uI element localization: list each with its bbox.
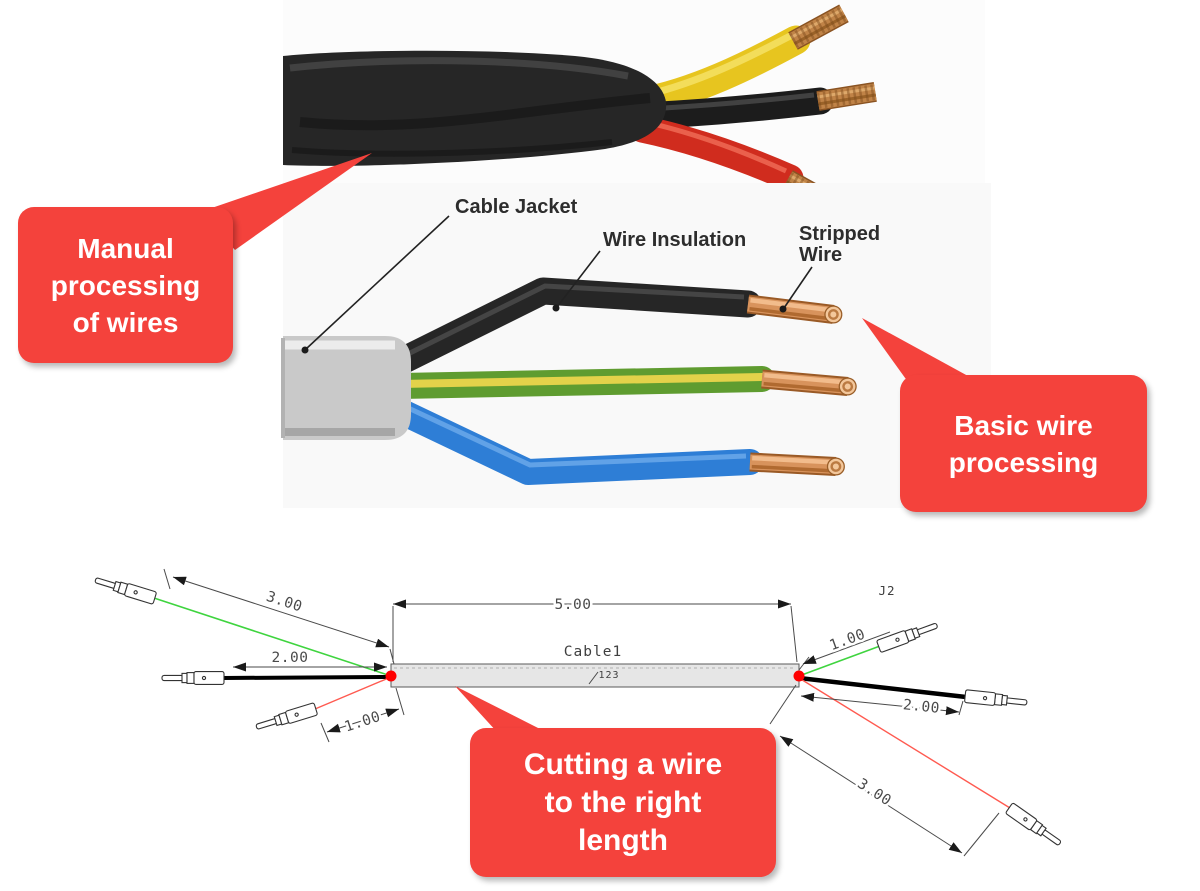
diagram-wire-green-yellow bbox=[387, 371, 857, 396]
leader-line bbox=[305, 215, 450, 350]
stripped-wire-label-line2: Wire bbox=[799, 244, 842, 266]
wire-red-left bbox=[314, 676, 392, 710]
terminal-pin bbox=[93, 573, 158, 605]
terminal-pin bbox=[1004, 802, 1065, 850]
dimension-right-black: 2.00 bbox=[800, 692, 964, 719]
diagram-stripped-cable: Cable Jacket Wire Insulation Stripped Wi… bbox=[281, 183, 991, 508]
diagram-wire-blue bbox=[387, 398, 845, 485]
callout-tail-basic bbox=[862, 318, 968, 382]
callout-text-line: length bbox=[578, 823, 668, 857]
terminal-pin bbox=[963, 689, 1029, 710]
diagram-wire-black bbox=[384, 277, 843, 377]
callout-text-line: of wires bbox=[72, 306, 179, 338]
callout-tail-cutting bbox=[455, 686, 542, 732]
breakout-node-right bbox=[793, 670, 805, 682]
photo-wire-red bbox=[628, 115, 841, 210]
svg-text:3.00: 3.00 bbox=[264, 589, 304, 616]
svg-text:1.00: 1.00 bbox=[343, 709, 383, 736]
cable-id-tick bbox=[588, 671, 599, 685]
leader-line bbox=[556, 250, 601, 308]
callout-cutting-wire: Cutting a wire to the right length bbox=[470, 728, 776, 877]
photo-cable-jacket bbox=[283, 50, 667, 166]
breakout-node-left bbox=[385, 670, 397, 682]
svg-text:2.00: 2.00 bbox=[272, 650, 309, 666]
callout-text-line: Cutting a wire bbox=[523, 747, 723, 781]
leader-dot bbox=[779, 305, 787, 313]
stripped-copper-end bbox=[750, 454, 845, 476]
cable-jacket-label: Cable Jacket bbox=[455, 196, 578, 218]
wire-green-right bbox=[798, 645, 881, 677]
stripped-copper-end bbox=[817, 88, 875, 104]
svg-text:1.00: 1.00 bbox=[828, 626, 868, 654]
callout-text-line: processing bbox=[50, 269, 201, 301]
dimension-left-red: 1.00 bbox=[320, 687, 405, 743]
callout-tail-manual bbox=[200, 153, 372, 250]
callout-text-line: Basic wire bbox=[954, 409, 1093, 441]
callout-text-line: Manual bbox=[77, 232, 174, 264]
stripped-wire-label-line1: Stripped bbox=[799, 223, 880, 245]
svg-text:5.00: 5.00 bbox=[555, 597, 592, 613]
cable-name-label: Cable1 bbox=[564, 644, 622, 660]
svg-text:3.00: 3.00 bbox=[854, 776, 894, 810]
leader-dot bbox=[552, 304, 560, 312]
dimension-left-black: 2.00 bbox=[233, 648, 387, 672]
cable-id-label: 123 bbox=[598, 670, 619, 681]
diagram-cable-jacket bbox=[281, 336, 411, 440]
diagram-annotations: Cable Jacket Wire Insulation Stripped Wi… bbox=[301, 196, 880, 354]
dimension-overall: 5.00 bbox=[392, 595, 798, 663]
terminal-pin bbox=[161, 671, 225, 685]
callout-text-line: to the right bbox=[544, 785, 702, 819]
leader-line bbox=[783, 266, 813, 309]
leader-dot bbox=[301, 346, 309, 354]
dimension-right-red: 3.00 bbox=[769, 684, 1000, 857]
terminal-pin bbox=[875, 618, 940, 654]
callout-manual-processing: Manual processing of wires bbox=[18, 207, 233, 363]
terminal-pin bbox=[254, 702, 319, 734]
wire-insulation-label: Wire Insulation bbox=[603, 229, 746, 251]
callout-text-line: processing bbox=[948, 446, 1099, 478]
wire-black-left bbox=[222, 675, 392, 680]
callout-basic-wire-processing: Basic wire processing bbox=[900, 375, 1147, 512]
svg-text:2.00: 2.00 bbox=[902, 697, 940, 717]
connector-ref-label: J2 bbox=[878, 583, 895, 598]
